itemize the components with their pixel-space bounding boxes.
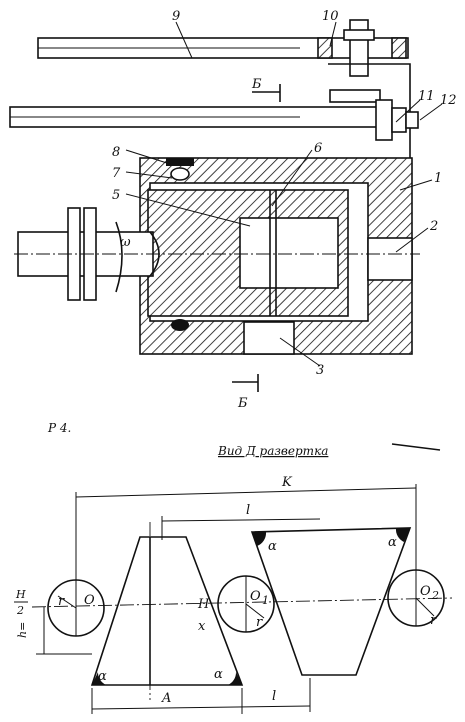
dim-K-line [75, 487, 417, 498]
dim-h-eq: h= [16, 622, 29, 638]
dim-l-bottom-label: l [272, 689, 276, 704]
circle-O2-radius [415, 597, 435, 617]
label-10: 10 [322, 9, 339, 24]
label-8: 8 [112, 145, 120, 160]
label-O2: O [420, 584, 431, 599]
alpha-arc-2 [228, 672, 242, 685]
alpha-label-1: α [98, 669, 107, 684]
label-H-mid: H [197, 597, 210, 612]
label-x-mid: x [198, 619, 206, 634]
bolt-10 [349, 19, 369, 77]
seal-7-top [170, 167, 190, 181]
seal-8 [166, 158, 194, 166]
section-label-top: Б [251, 77, 262, 92]
callouts: 9 10 11 12 8 7 5 6 1 2 3 [112, 9, 457, 378]
view-title: Вид Д развертка [217, 444, 328, 458]
port-2 [367, 237, 413, 281]
section-label-bottom: Б [237, 396, 248, 411]
dim-A-label: A [161, 691, 171, 706]
label-O1: O [250, 589, 261, 604]
bracket-10 [317, 37, 333, 59]
dim-H-den: 2 [16, 604, 24, 617]
label-7: 7 [112, 166, 121, 181]
label-r1: r [58, 594, 65, 609]
alpha-label-3: α [268, 539, 277, 554]
nut-12 [391, 107, 407, 133]
dim-bottom-line [91, 705, 311, 710]
dim-l-top-label: l [246, 503, 250, 518]
label-9: 9 [172, 9, 180, 24]
seal-7-bottom [171, 319, 189, 331]
omega-label: ω [120, 235, 131, 250]
bore-6 [239, 217, 339, 289]
port-3 [243, 321, 295, 355]
label-O1-sub: 1 [262, 594, 269, 607]
alpha-arc-3 [252, 532, 267, 546]
label-O2-sub: 2 [431, 589, 439, 602]
label-r3: r [430, 613, 437, 628]
alpha-label-2: α [214, 667, 223, 682]
label-6: 6 [314, 141, 322, 156]
label-12: 12 [440, 93, 457, 108]
alpha-arc-4 [395, 528, 410, 542]
alpha-label-4: α [388, 535, 397, 550]
circle-O-radius [57, 595, 77, 609]
alpha-arc-1 [92, 672, 106, 685]
bracket-10b [391, 37, 407, 59]
dim-H-num: H [15, 588, 26, 601]
dim-K-label: K [281, 475, 293, 490]
label-11: 11 [418, 89, 435, 104]
label-2: 2 [429, 219, 438, 234]
development-view: Вид Д развертка K l α α α α r O [14, 443, 453, 714]
label-5: 5 [112, 188, 120, 203]
title-mark [391, 443, 441, 451]
label-r2: r [256, 615, 263, 630]
nut-10 [343, 29, 375, 41]
dim-l-top-line [161, 518, 321, 522]
circle-O1-radius [245, 603, 265, 619]
dev-centerline [31, 597, 453, 608]
plate-11 [329, 89, 381, 103]
label-O: O [84, 593, 95, 608]
label-3: 3 [316, 363, 324, 378]
caption-fragment: Р 4. [47, 421, 71, 435]
bolt-11 [375, 99, 393, 141]
label-1: 1 [434, 171, 442, 186]
shaft-12 [405, 111, 419, 129]
omega-arrow [115, 221, 123, 293]
trapezoid-right [250, 527, 412, 676]
device-section-view: Б Б ω 9 1 [9, 9, 457, 435]
